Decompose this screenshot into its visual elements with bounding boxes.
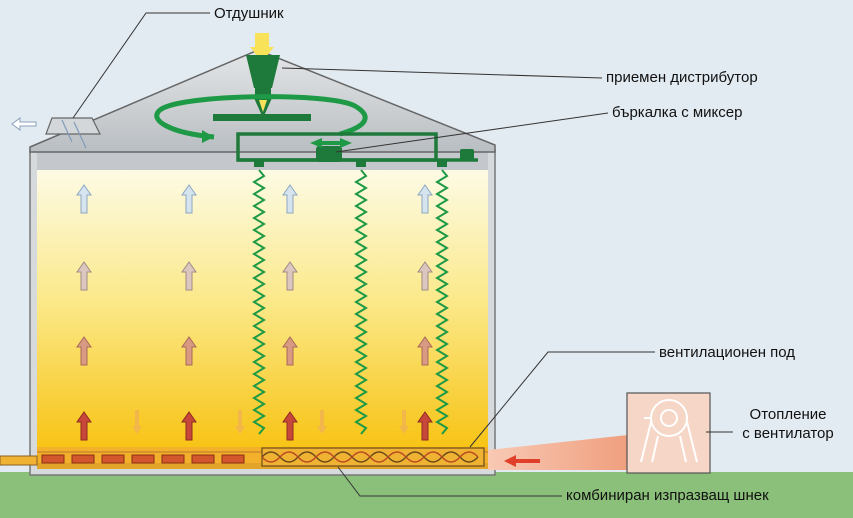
floor-air-chambers xyxy=(41,454,245,464)
air-arrow xyxy=(76,336,92,366)
label-heater-line1: Отопление xyxy=(749,406,827,423)
label-auger: комбиниран изпразващ шнек xyxy=(566,487,769,504)
air-arrow xyxy=(181,261,197,291)
air-arrow xyxy=(76,261,92,291)
air-arrow xyxy=(417,184,433,214)
air-arrow xyxy=(417,261,433,291)
grain-bulk xyxy=(37,168,488,462)
label-heater-line2: с вентилатор xyxy=(742,425,834,442)
feed-arrow-icon xyxy=(250,33,274,62)
label-mixer: бъркалка с миксер xyxy=(612,104,743,121)
air-arrow xyxy=(181,184,197,214)
fan-icon xyxy=(626,392,711,474)
stirrer-motor xyxy=(254,146,474,167)
discharge-auger xyxy=(261,447,485,467)
air-arrow xyxy=(76,411,92,441)
outlet-pipe xyxy=(0,455,38,466)
air-arrow xyxy=(181,411,197,441)
ground xyxy=(0,472,853,518)
air-arrow-icon xyxy=(504,455,540,467)
air-flow-arrows xyxy=(76,184,433,441)
air-arrow xyxy=(417,411,433,441)
down-arrows xyxy=(132,410,409,434)
label-distributor: приемен дистрибутор xyxy=(606,69,758,86)
air-arrow xyxy=(282,261,298,291)
label-vent: Отдушник xyxy=(214,5,284,22)
air-arrow xyxy=(417,336,433,366)
rotation-arrow xyxy=(154,94,368,140)
heat-duct xyxy=(488,435,628,470)
leader-lines xyxy=(72,12,733,497)
air-arrow xyxy=(282,184,298,214)
mixer-screws xyxy=(252,169,448,435)
air-arrow xyxy=(181,336,197,366)
air-arrow xyxy=(282,411,298,441)
air-arrow xyxy=(76,184,92,214)
air-arrow xyxy=(282,336,298,366)
movement-arrow xyxy=(310,138,352,148)
vent-icon xyxy=(11,117,101,149)
label-floor: вентилационен под xyxy=(659,344,796,361)
